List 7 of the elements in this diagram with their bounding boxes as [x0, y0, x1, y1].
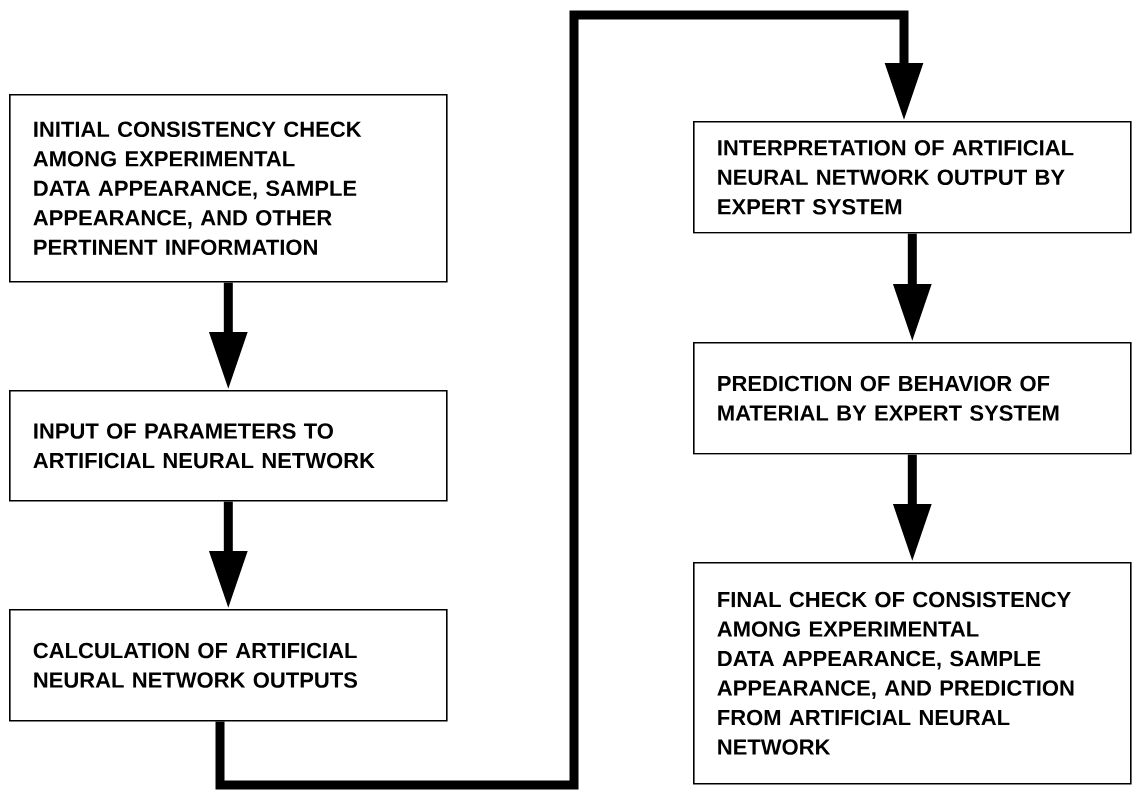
- process-box: FINAL CHECK OF CONSISTENCY AMONG EXPERIMENTAL DATA APPEARANCE, SAMPLE APPEARANCE, AND PREDICTION FROM ARTIFICIAL NEURAL NETWORK: [693, 562, 1132, 785]
- process-box: INPUT OF PARAMETERS TO ARTIFICIAL NEURAL NETWORK: [9, 390, 448, 502]
- process-box: PREDICTION OF BEHAVIOR OF MATERIAL BY EXPERT SYSTEM: [693, 342, 1132, 455]
- process-box: CALCULATION OF ARTIFICIAL NEURAL NETWORK OUTPUTS: [9, 609, 448, 722]
- process-box: INTERPRETATION OF ARTIFICIAL NEURAL NETWORK OUTPUT BY EXPERT SYSTEM: [693, 121, 1132, 234]
- arrow: [215, 10, 924, 790]
- process-box: INITIAL CONSISTENCY CHECK AMONG EXPERIMENTAL DATA APPEARANCE, SAMPLE APPEARANCE, AND OTHER PERTINENT INFORMATION: [9, 94, 448, 283]
